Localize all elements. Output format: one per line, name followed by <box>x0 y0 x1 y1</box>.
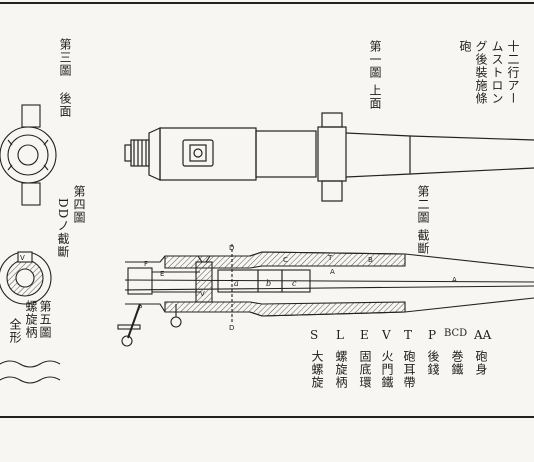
label-f: F <box>144 260 148 268</box>
fig2-jacket-bottom-wall <box>164 301 406 317</box>
fig2-coil-c <box>281 269 311 293</box>
legend-letter-p: P <box>428 328 437 342</box>
legend-letter-bcd: BCD <box>444 328 468 339</box>
fig3-title: 第三圖 <box>58 38 72 77</box>
fig1-chase <box>345 132 411 178</box>
fig3-spokes <box>7 139 49 171</box>
legend-letter-t: T <box>404 328 413 342</box>
fig1-breech-flare <box>148 127 161 181</box>
fig4-title: 第四圖 <box>72 185 86 224</box>
label-e: E <box>160 270 164 278</box>
fig1-vent-piece <box>182 139 214 167</box>
fig2-label: 第二圖 截斷 <box>416 185 430 255</box>
fig3-sub: 後面 <box>58 92 72 118</box>
fig4-sub: DDノ截斷 <box>56 198 70 259</box>
legend-letter-s: S <box>310 328 319 342</box>
fig3-bottom-lug <box>21 182 41 206</box>
legend-name-p: 後錢 <box>426 350 440 376</box>
fig4-bore <box>15 268 35 288</box>
fig2-jacket-top-wall <box>164 251 406 269</box>
fig5-sub2: 全形 <box>8 318 22 344</box>
label-c-coil: c <box>292 279 297 288</box>
legend-letter-aa: AA <box>474 328 492 342</box>
fig1-cascabel <box>124 144 132 162</box>
fig5-wavy-line-bottom <box>0 376 61 384</box>
fig1-vent-inner <box>189 144 207 162</box>
legend-name-s: 大螺旋 <box>310 350 324 389</box>
label-a-coil: a <box>234 279 239 288</box>
legend-name-e: 固底環 <box>358 350 372 389</box>
fig2-bore-bottom <box>124 285 534 291</box>
title-line-3: グ後裝施條 <box>474 40 488 105</box>
legend-name-v: 火門鐵 <box>380 350 394 389</box>
fig5-wavy-line-top <box>0 360 61 368</box>
legend-letter-v: V <box>382 328 391 342</box>
fig1-breech-jacket <box>159 127 257 181</box>
title-line-1: 十二行アー <box>506 40 520 105</box>
label-p: P <box>138 304 142 312</box>
label-c-top: C <box>283 256 288 264</box>
fig1-muzzle <box>409 135 534 175</box>
label-b: B <box>368 256 373 264</box>
fig4-vent-slot <box>17 251 33 263</box>
fig1-trunnion-bottom <box>321 180 343 202</box>
fig5-lever <box>0 360 61 384</box>
legend-name-t: 砲耳帶 <box>402 350 416 389</box>
legend-name-bcd: 巻鐵 <box>450 350 464 376</box>
fig2-bore-top <box>124 279 534 283</box>
label-d-top: D <box>229 244 234 252</box>
fig2-lever-bar <box>117 324 141 330</box>
title-line-2: ムストロン <box>490 40 504 105</box>
label-a-outer: A <box>452 276 457 284</box>
fig2-section-view <box>117 244 534 347</box>
fig1-trunnion-ring <box>317 126 347 182</box>
fig3-inner-ring <box>7 134 49 176</box>
top-border-line <box>0 2 534 4</box>
label-d-bottom: D <box>229 324 234 332</box>
label-t: T <box>327 254 333 262</box>
fig1-vent-screw <box>193 148 203 158</box>
label-b-coil: b <box>266 279 271 288</box>
fig1-label: 第一圖 上面 <box>368 40 382 110</box>
fig2-lever-handle <box>127 303 141 339</box>
fig4-label-v: V <box>20 254 25 262</box>
label-a-inner: A <box>330 268 335 276</box>
fig2-lever-knob <box>121 335 133 347</box>
fig1-trunnion-top <box>321 112 343 128</box>
fig5-sub1: 螺旋柄 <box>24 300 38 339</box>
legend-letter-e: E <box>360 328 369 342</box>
legend-name-aa: 砲身 <box>474 350 488 376</box>
fig5-title: 第五圖 <box>38 300 52 339</box>
bottom-border-line <box>0 416 534 418</box>
fig3-hub <box>17 144 39 166</box>
fig1-top-view <box>124 112 534 202</box>
fig3-top-lug <box>21 104 41 128</box>
fig2-vent-ring <box>170 316 182 328</box>
fig2-vent-top <box>196 255 212 263</box>
title-line-4: 砲 <box>458 40 472 53</box>
fig4-dd-section <box>0 251 52 305</box>
legend-letter-l: L <box>336 328 344 342</box>
fig2-breech-screw <box>127 267 153 295</box>
fig2-letter-labels: D D C B A A T F E V a b c P <box>138 244 457 332</box>
fig3-rear-view <box>0 104 57 206</box>
label-v: V <box>200 290 205 298</box>
fig1-trunnion-band <box>255 130 317 178</box>
legend-name-l: 螺旋柄 <box>334 350 348 389</box>
